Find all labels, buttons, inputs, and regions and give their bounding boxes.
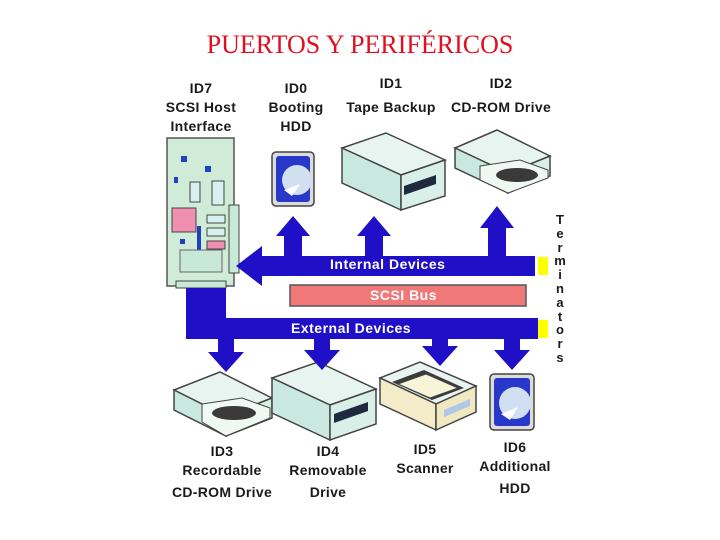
external-terminator: [538, 320, 548, 338]
cdrom-drive: [453, 129, 552, 195]
host-interface-card: [166, 137, 240, 289]
page-title: PUERTOS Y PERIFÉRICOS: [206, 30, 514, 59]
internal-bus-arrow: [236, 206, 535, 286]
internal-devices-label: Internal Devices: [330, 256, 446, 272]
scsi-bus-bar: [289, 284, 527, 307]
tape-backup-drive: [339, 132, 448, 212]
internal-terminator: [538, 257, 548, 275]
removable-drive: [270, 361, 378, 442]
scanner: [378, 361, 478, 432]
recordable-cdrom-drive: [172, 371, 274, 438]
booting-hdd: [271, 151, 315, 207]
external-bus-arrow: [186, 288, 538, 372]
external-devices-label: External Devices: [291, 320, 412, 336]
scsi-bus-label: SCSI Bus: [370, 287, 438, 303]
additional-hdd: [489, 373, 535, 431]
